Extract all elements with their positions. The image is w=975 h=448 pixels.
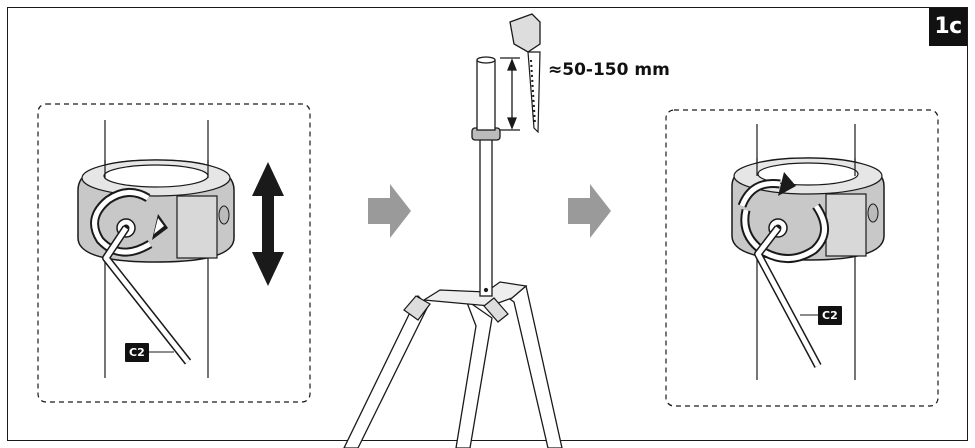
double-vertical-arrow-icon [252, 162, 284, 286]
allen-key-icon [754, 225, 822, 368]
detail-panel-tighten [665, 109, 939, 407]
tool-label-c2-right: C2 [818, 306, 842, 325]
tripod-stand-icon [343, 56, 563, 448]
loosen-rotation-icon [90, 188, 168, 257]
next-step-arrow-icon [368, 184, 411, 238]
next-step-arrow-icon [568, 184, 611, 238]
tool-label-c2-left: C2 [125, 343, 149, 362]
adjustment-range-label: ≈50-150 mm [548, 60, 670, 80]
diagram-frame [7, 7, 968, 441]
allen-key-icon [102, 225, 192, 365]
tighten-rotation-icon [737, 172, 829, 263]
step-badge: 1c [929, 8, 967, 46]
detail-panel-loosen [37, 103, 311, 403]
extension-measure [500, 57, 520, 131]
accessory-hook-icon [509, 13, 541, 134]
